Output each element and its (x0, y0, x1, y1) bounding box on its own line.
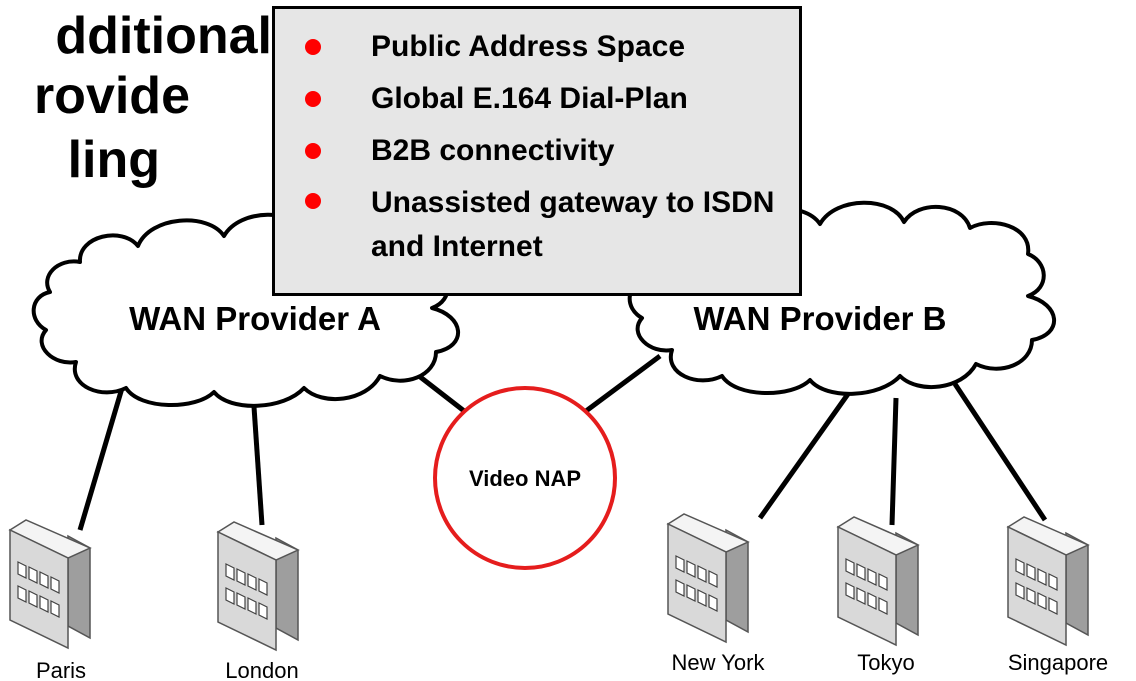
feature-item: Global E.164 Dial-Plan (275, 73, 799, 125)
link-provider-b-new-york (757, 392, 851, 520)
provider-b-label: WAN Provider B (693, 300, 946, 337)
provider-a-label: WAN Provider A (129, 300, 381, 337)
link-provider-a-paris (77, 377, 128, 531)
link-provider-b-nap (580, 353, 662, 417)
title-line-1: dditional (55, 7, 272, 65)
city-label-paris: Paris (36, 658, 86, 681)
feature-item: Unassisted gateway to ISDN and Internet (275, 177, 799, 269)
bullet-icon (305, 143, 321, 159)
city-label-new-york: New York (672, 650, 766, 675)
feature-item-label: Global E.164 Dial-Plan (371, 82, 688, 115)
title-line-3: ling (67, 131, 160, 189)
bullet-icon (305, 91, 321, 107)
city-label-london: London (225, 658, 298, 681)
link-provider-b-singapore (952, 382, 1048, 522)
new-york-building-icon (667, 513, 749, 643)
video-nap-label: Video NAP (469, 466, 581, 491)
london-building-icon (217, 521, 299, 651)
feature-item: Public Address Space (275, 21, 799, 73)
bullet-icon (305, 193, 321, 209)
title-line-2: rovide (33, 67, 190, 125)
feature-item-label: Public Address Space (371, 30, 686, 63)
link-provider-b-tokyo (889, 397, 899, 526)
singapore-building-icon (1007, 516, 1089, 646)
tokyo-building-icon (837, 516, 919, 646)
bullet-icon (305, 39, 321, 55)
features-list: Public Address Space Global E.164 Dial-P… (275, 9, 799, 269)
features-callout: Public Address Space Global E.164 Dial-P… (272, 6, 802, 296)
feature-item-label: Unassisted gateway to ISDN and Internet (371, 186, 775, 263)
link-provider-a-london (250, 391, 265, 526)
feature-item-label: B2B connectivity (371, 134, 615, 167)
city-label-singapore: Singapore (1008, 650, 1108, 675)
paris-building-icon (9, 519, 91, 649)
city-label-tokyo: Tokyo (857, 650, 914, 675)
video-nap-circle (433, 386, 617, 570)
feature-item: B2B connectivity (275, 125, 799, 177)
